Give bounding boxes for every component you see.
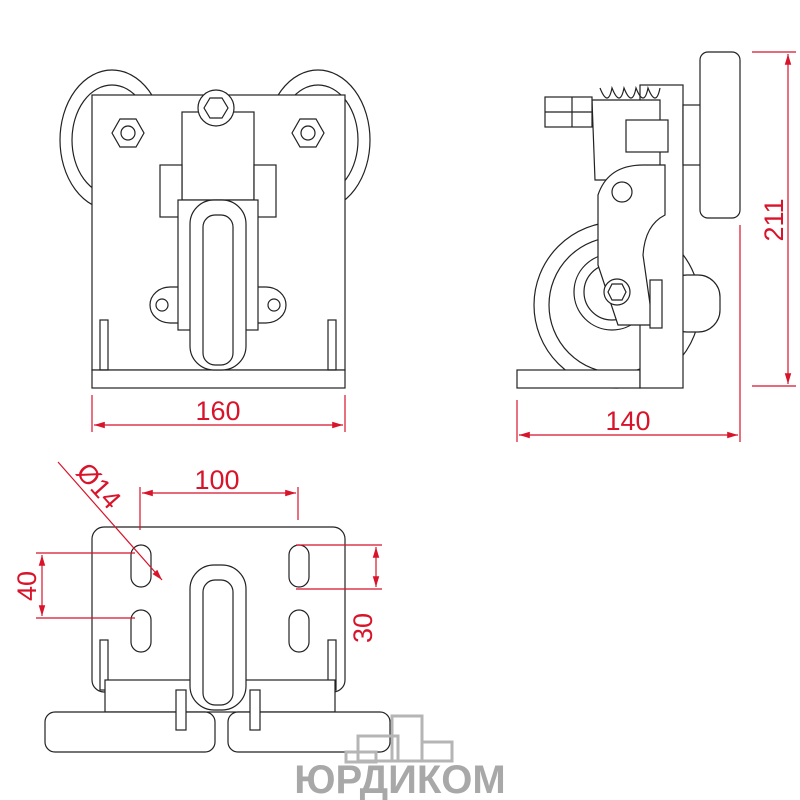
guide-wheel-hub [202,214,234,366]
axle-spacer [175,689,187,731]
ear-hole [155,298,169,312]
mounting-slot [288,609,310,653]
watermark-logo: ЮРДИКОМ [294,714,506,800]
mounting-slot [288,544,310,588]
dimension-140: 140 [516,225,741,442]
pivot-pin [611,181,633,203]
building-icon [344,750,378,764]
hex-nut-icon [203,97,229,119]
guide-wheel-hub [202,579,234,706]
leader-line [57,461,163,581]
bolt-icon [300,125,316,141]
hex-nut-icon [111,118,145,148]
axle-spacer [249,689,261,731]
spring-icon [599,85,661,99]
lock-nut [625,119,669,153]
base-plate [91,369,346,389]
dimension-label: Ø14 [70,457,126,515]
hex-nut-icon [607,283,627,301]
ear-hole [267,298,281,312]
building-icon [390,714,424,763]
dimension-label: 211 [759,198,789,241]
center-bracket [181,111,255,201]
plate-rib [99,319,109,371]
watermark-text: ЮРДИКОМ [294,758,506,800]
side-bushing [253,164,277,218]
side-bushing [159,164,183,218]
side-view [516,51,741,389]
guide-wheel [189,564,247,711]
stop-block [649,279,663,329]
plate-rib [327,319,337,371]
dimension-211: 211 [752,51,796,387]
base-plate [516,369,641,389]
building-icon [420,740,454,763]
dimension-label: 30 [348,613,378,643]
front-view [59,69,371,389]
top-wheel [699,51,741,219]
dimension-label: 140 [605,406,650,436]
left-wheel [44,711,216,753]
mounting-slot [130,609,152,653]
dimension-label: 160 [195,396,240,426]
axle-bolt [603,278,631,306]
dimension-160: 160 [91,395,346,432]
dimension-30: 30 [296,544,382,643]
building-icon [356,734,400,763]
bolt-icon [120,125,136,141]
dimension-label: 40 [12,571,42,601]
bottom-view [44,526,391,753]
dimension-100: 100 [139,465,299,530]
dimension-40: 40 [12,552,135,619]
plate-rib [99,639,109,691]
dimension-label: 100 [194,465,239,495]
hex-nut-icon [291,118,325,148]
guide-wheel [189,199,247,371]
mounting-slot [130,544,152,588]
right-wheel [227,711,391,753]
